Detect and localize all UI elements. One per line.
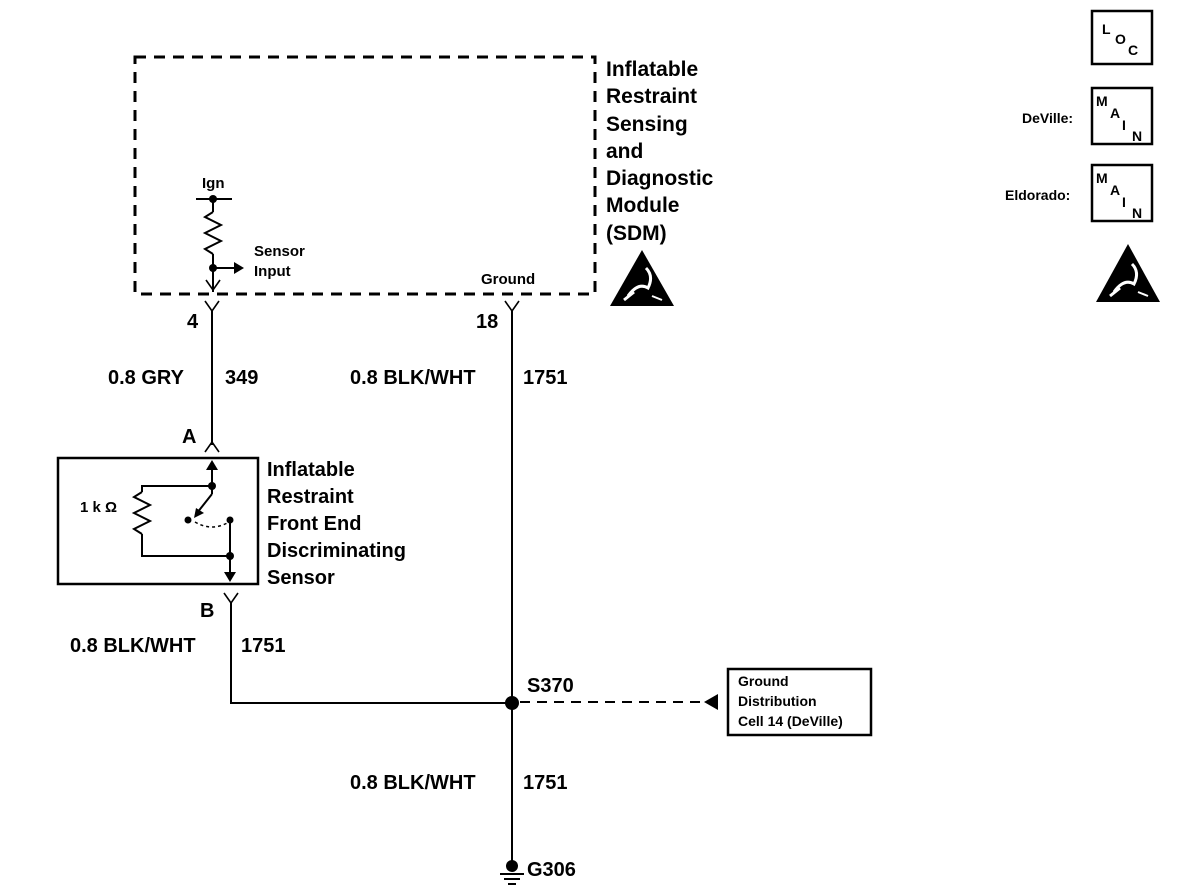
resistor-label: 1 k Ω: [80, 499, 117, 516]
esd-warning-icon: [610, 250, 674, 306]
sensor-title-line-3: Front End: [267, 513, 361, 535]
eldorado-letter-a: A: [1110, 182, 1120, 198]
sdm-module: Inflatable Restraint Sensing and Diagnos…: [133, 55, 714, 306]
pin-a-inner-arrow: [206, 460, 218, 470]
sdm-pin-18: 18: [476, 311, 498, 333]
sensor-input-label-2: Input: [254, 263, 291, 280]
resistor-top-lead: [141, 485, 212, 492]
sensor-switch-blade: [196, 493, 213, 514]
eldorado-letter-m: M: [1096, 170, 1108, 186]
deville-letter-a: A: [1110, 105, 1120, 121]
pin-b-connector: [223, 592, 239, 605]
ground-symbol-icon: [500, 860, 524, 885]
wire-gry-circuit: 349: [225, 367, 258, 389]
deville-letter-n: N: [1132, 128, 1142, 144]
wire-sdm-ground-circuit: 1751: [523, 367, 568, 389]
wire-to-ground-circuit: 1751: [523, 772, 568, 794]
ground-distribution-line-2: Distribution: [738, 693, 817, 709]
loc-letter-o: O: [1115, 31, 1126, 47]
wire-to-ground-gauge: 0.8 BLK/WHT: [350, 772, 476, 794]
ground-distribution-box[interactable]: [726, 667, 873, 737]
sdm-pin-4: 4: [187, 311, 199, 333]
wire-sdm-ground-gauge: 0.8 BLK/WHT: [350, 367, 476, 389]
sensor-title-line-5: Sensor: [267, 567, 335, 589]
legend: L O C DeVille: M A I N Eldorado: M A I N: [1005, 9, 1160, 302]
wire-sensor-ground-1751: [230, 603, 512, 704]
loc-letter-c: C: [1128, 42, 1138, 58]
pullup-resistor: [202, 211, 224, 255]
deville-letter-m: M: [1096, 93, 1108, 109]
sensor-pin-a: A: [182, 426, 196, 448]
sensor-title-line-1: Inflatable: [267, 459, 355, 481]
eldorado-letter-n: N: [1132, 205, 1142, 221]
loc-reference-icon[interactable]: L O C: [1090, 9, 1154, 66]
sensor-pin-b: B: [200, 600, 214, 622]
front-end-sensor: A 1 k Ω Inflatable Restraint Front End D…: [56, 426, 406, 622]
sensor-outline: [56, 456, 260, 586]
sdm-title-line-2: Restraint: [606, 85, 697, 108]
esd-warning-icon: [1096, 244, 1160, 302]
deville-label: DeVille:: [1022, 110, 1073, 126]
ground-label: G306: [527, 859, 576, 881]
wire-gry-gauge: 0.8 GRY: [108, 367, 185, 389]
sdm-title-line-4: and: [606, 140, 643, 163]
sensor-node-bottom: [226, 552, 234, 560]
ground-distribution-line-1: Ground: [738, 673, 789, 689]
sensor-title-line-4: Discriminating: [267, 540, 406, 562]
sdm-title-line-6: Module: [606, 194, 680, 217]
wire-sensor-ground-circuit: 1751: [241, 635, 286, 657]
sdm-title-line-7: (SDM): [606, 222, 667, 245]
wire-sensor-ground-gauge: 0.8 BLK/WHT: [70, 635, 196, 657]
pin4-inner-arrow: [205, 279, 221, 292]
sdm-dashed-outline: [133, 55, 597, 296]
ign-label: Ign: [202, 175, 225, 192]
sdm-ground-label: Ground: [481, 271, 535, 288]
pin-b-inner-arrow: [224, 572, 236, 582]
sensor-input-label-1: Sensor: [254, 243, 305, 260]
switch-blade-tip: [194, 508, 204, 518]
sdm-title-line-3: Sensing: [606, 113, 688, 136]
loc-letter-l: L: [1102, 21, 1111, 37]
sensor-title-line-2: Restraint: [267, 486, 354, 508]
ground-distribution-line-3: Cell 14 (DeVille): [738, 713, 843, 729]
switch-dashed-arc: [194, 521, 230, 528]
ground-distribution-arrow: [704, 694, 718, 710]
eldorado-main-reference-icon[interactable]: M A I N: [1090, 163, 1154, 223]
eldorado-label: Eldorado:: [1005, 187, 1070, 203]
sensor-input-arrowhead: [234, 262, 244, 274]
switch-pivot: [184, 516, 192, 524]
sdm-title-line-1: Inflatable: [606, 58, 698, 81]
splice-label: S370: [527, 675, 574, 697]
sdm-title-line-5: Diagnostic: [606, 167, 714, 190]
deville-letter-i: I: [1122, 117, 1126, 133]
sensor-resistor-1k: [131, 491, 153, 535]
pin18-connector: [504, 300, 520, 313]
pin4-connector: [204, 300, 220, 313]
pin-a-connector: [204, 440, 220, 453]
deville-main-reference-icon[interactable]: M A I N: [1090, 86, 1154, 146]
eldorado-letter-i: I: [1122, 194, 1126, 210]
resistor-bottom-lead: [141, 534, 230, 557]
